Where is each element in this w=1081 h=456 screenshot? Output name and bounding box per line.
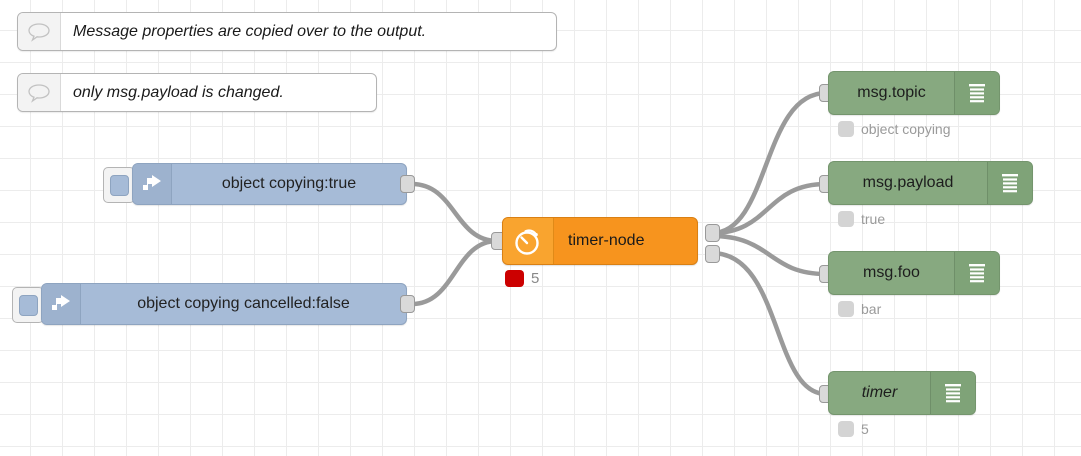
comment-bubble-glyph [28,83,50,103]
debug-status-text: object copying [861,121,951,137]
inject-arrow-icon [133,164,172,204]
comment-text: only msg.payload is changed. [73,83,284,101]
debug-node-label: msg.foo [863,264,920,281]
inject-arrow-glyph [52,295,70,310]
debug-status-text: bar [861,301,882,317]
debug-node-timer[interactable]: timer [828,371,976,415]
wire-timer-to-debug-payload [709,181,829,236]
debug-list-glyph [969,264,985,283]
comment-bubble-icon [18,74,61,111]
comment-node-1[interactable]: Message properties are copied over to th… [17,12,557,51]
debug-list-glyph [969,84,985,103]
timer-output-port-2[interactable] [705,245,720,263]
timer-status-text: 5 [531,270,540,287]
inject-node-label: object copying cancelled:false [137,295,350,312]
debug-node-label: timer [861,384,898,401]
inject-node-label: object copying:true [221,175,357,192]
inject-trigger-button-2[interactable] [12,287,44,323]
inject-node-object-copying-true[interactable]: object copying:true [132,163,407,205]
debug-node-label: msg.payload [862,174,954,191]
wire-timer-to-debug-timer [709,250,829,397]
comment-text: Message properties are copied over to th… [73,22,427,40]
inject-button-face [18,294,38,316]
debug-list-icon [987,162,1032,204]
timer-node-label: timer-node [568,232,645,249]
debug-list-glyph [1002,174,1018,193]
wire-timer-to-debug-foo [709,233,829,277]
debug-list-icon [930,372,975,414]
inject-output-port-2[interactable] [400,295,415,313]
debug-list-glyph [945,384,961,403]
debug-status-timer: 5 [838,421,869,437]
debug-list-icon [954,72,999,114]
wire-timer-to-debug-topic [709,90,829,236]
status-dot-grey [838,211,854,227]
debug-node-msg-topic[interactable]: msg.topic [828,71,1000,115]
debug-status-foo: bar [838,301,881,317]
stopwatch-icon [503,218,554,264]
debug-list-icon [954,252,999,294]
debug-status-text: true [861,211,886,227]
debug-node-label: msg.topic [857,84,926,101]
wire-inject2-to-timer [409,238,500,307]
status-dot-grey [838,121,854,137]
debug-status-topic: object copying [838,121,951,137]
inject-trigger-button-1[interactable] [103,167,135,203]
debug-status-payload: true [838,211,885,227]
inject-arrow-glyph [143,175,161,190]
status-dot-grey [838,421,854,437]
comment-bubble-icon [18,13,61,50]
inject-button-face [109,174,129,196]
stopwatch-glyph [515,229,539,255]
debug-node-msg-payload[interactable]: msg.payload [828,161,1033,205]
status-dot-red [505,270,524,287]
wire-inject1-to-timer [409,181,500,244]
inject-output-port-1[interactable] [400,175,415,193]
comment-node-2[interactable]: only msg.payload is changed. [17,73,377,112]
inject-arrow-icon [42,284,81,324]
debug-status-text: 5 [861,421,869,437]
comment-bubble-glyph [28,22,50,42]
debug-node-msg-foo[interactable]: msg.foo [828,251,1000,295]
timer-output-port-1[interactable] [705,224,720,242]
timer-status: 5 [505,270,539,287]
timer-node[interactable]: timer-node [502,217,698,265]
inject-node-object-copying-cancelled-false[interactable]: object copying cancelled:false [41,283,407,325]
status-dot-grey [838,301,854,317]
